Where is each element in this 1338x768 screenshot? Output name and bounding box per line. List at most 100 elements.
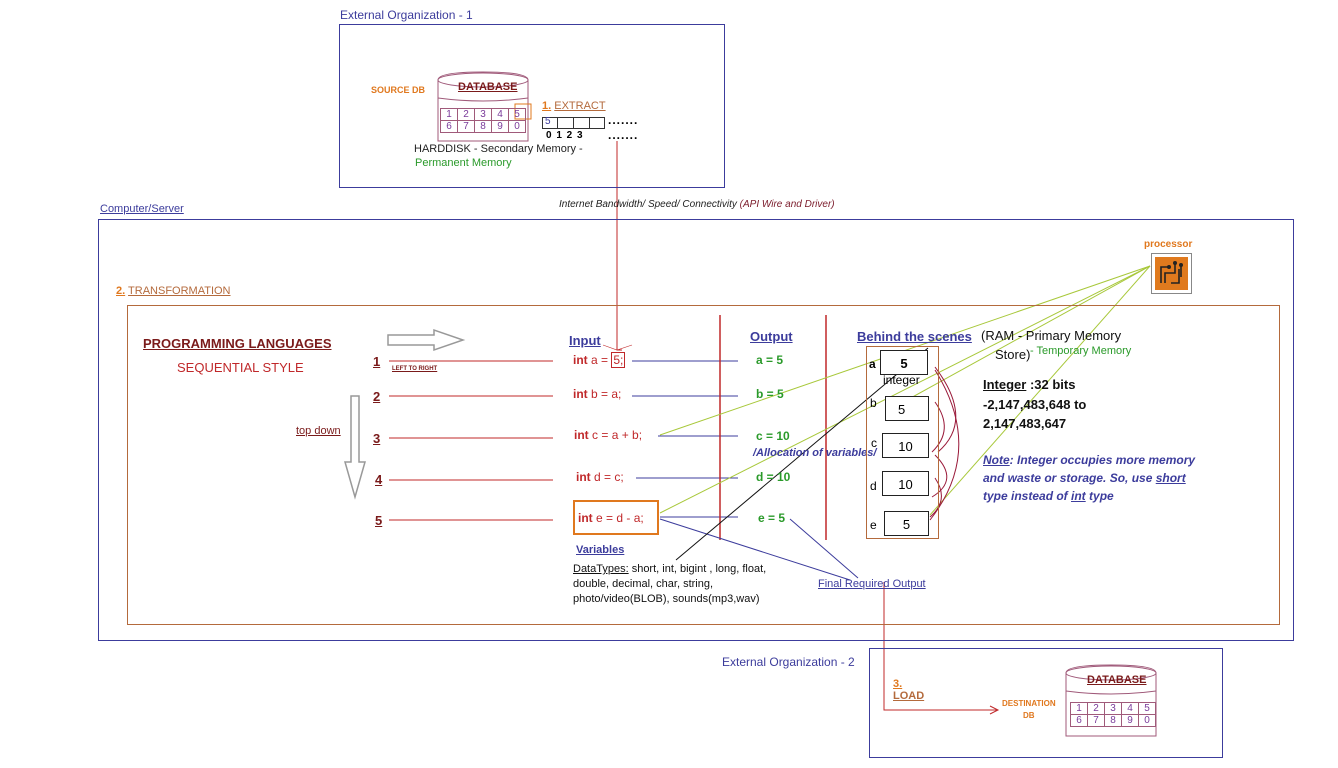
ram-cell: 10 [882, 433, 929, 458]
input-statement: int e = d - a; [578, 511, 644, 525]
note-line-2: and waste or storage. So, use [983, 471, 1156, 485]
grid-cell: 4 [1121, 702, 1139, 715]
processor-icon [1151, 253, 1192, 294]
input-statement: int b = a; [573, 387, 622, 401]
note-block: Note: Integer occupies more memory and w… [983, 451, 1195, 505]
output-value: e = 5 [758, 511, 786, 525]
line-number: 1 [373, 354, 381, 369]
output-value: b = 5 [756, 387, 784, 401]
output-value: a = 5 [756, 353, 784, 367]
output-value: d = 10 [756, 470, 791, 484]
ram-cell-label: a [869, 357, 876, 371]
ext-org-1-box [339, 24, 725, 188]
source-database-label: DATABASE [458, 81, 518, 93]
grid-cell: 3 [474, 108, 492, 121]
array-dots-2: ....... [608, 128, 639, 142]
output-header: Output [750, 329, 793, 344]
extract-array-cell: 5 [545, 116, 551, 127]
server-title: Computer/Server [100, 203, 184, 215]
integer-bits: :32 bits [1029, 377, 1076, 392]
extract-label: 1. EXTRACT [542, 100, 606, 112]
destination-db-grid: 1 2 3 4 5 6 7 8 9 0 [1070, 702, 1156, 727]
ram-cell: 5 [885, 396, 929, 421]
input-statement: int a = 5; [573, 352, 626, 368]
grid-cell: 5 [1138, 702, 1156, 715]
server-box [98, 219, 1294, 641]
grid-row: 6 7 8 9 0 [440, 120, 526, 133]
grid-cell: 0 [1138, 714, 1156, 727]
load-label: 3. LOAD [893, 678, 924, 702]
permanent-memory-label: Permanent Memory [415, 157, 512, 169]
programming-languages-label: PROGRAMMING LANGUAGES [143, 336, 332, 351]
bandwidth-text: Internet Bandwidth/ Speed/ Connectivity [559, 199, 737, 210]
input-statement: int d = c; [576, 470, 624, 484]
grid-cell: 8 [1104, 714, 1122, 727]
transformation-number: 2. [116, 285, 126, 297]
left-to-right-label: LEFT TO RIGHT [392, 366, 438, 372]
input-statement-text: e = d - a; [596, 511, 644, 525]
store-label: Store) [995, 347, 1031, 362]
extract-text: EXTRACT [554, 100, 606, 112]
grid-cell: 6 [440, 120, 458, 133]
input-statement-text: c = a + b; [592, 428, 643, 442]
harddisk-label: HARDDISK - Secondary Memory - [414, 143, 583, 155]
array-dots: ....... [608, 113, 639, 127]
line-number: 4 [375, 472, 383, 487]
destination-database-label: DATABASE [1087, 674, 1147, 686]
ext-org-1-title: External Organization - 1 [340, 8, 473, 22]
variables-title: Variables [576, 544, 625, 556]
integer-range-2: 2,147,483,647 [983, 416, 1067, 431]
grid-row: 1 2 3 4 5 [440, 108, 526, 121]
behind-scenes-header: Behind the scenes [857, 329, 972, 344]
integer-range-1: -2,147,483,648 to [983, 397, 1087, 412]
extract-array: 5 [542, 116, 605, 129]
datatypes-line-1: short, int, bigint , long, float, [628, 563, 767, 575]
processor-label: processor [1144, 239, 1193, 250]
datatypes-line-2: double, decimal, char, string, [573, 578, 714, 590]
input-statement-text: d = c; [594, 470, 624, 484]
grid-cell: 7 [1087, 714, 1105, 727]
grid-row: 6 7 8 9 0 [1070, 714, 1156, 727]
note-int: int [1071, 489, 1086, 503]
output-value: c = 10 [756, 429, 790, 443]
ram-cell-label: c [871, 436, 877, 450]
transformation-label: 2. TRANSFORMATION [116, 285, 231, 297]
final-output-label: Final Required Output [818, 578, 926, 590]
top-down-label: top down [296, 425, 341, 437]
destination-text: DESTINATION [1002, 699, 1056, 708]
ram-label: (RAM - Primary Memory [981, 328, 1122, 343]
array-indices: 0 1 2 3 [546, 130, 583, 141]
note-line-3a: type instead of [983, 489, 1072, 503]
input-statement-text: b = a; [591, 387, 622, 401]
transformation-text: TRANSFORMATION [128, 285, 231, 297]
datatypes-block: DataTypes: short, int, bigint , long, fl… [573, 562, 766, 607]
destination-db-label: DESTINATION DB [1002, 698, 1056, 722]
line-number: 5 [375, 513, 383, 528]
integer-title: Integer [983, 377, 1027, 392]
transformation-box [127, 305, 1280, 625]
grid-cell: 5 [508, 108, 526, 121]
source-db-label: SOURCE DB [371, 85, 426, 95]
ram-container [866, 346, 939, 539]
ext-org-2-title: External Organization - 2 [722, 655, 855, 669]
note-short: short [1155, 471, 1186, 485]
line-number: 2 [373, 389, 381, 404]
sequential-style-label: SEQUENTIAL STYLE [177, 360, 304, 375]
note-line-1: : Integer occupies more memory [1009, 453, 1196, 467]
integer-info-title: Integer :32 bits [983, 377, 1075, 392]
grid-cell: 8 [474, 120, 492, 133]
extract-number: 1. [542, 100, 552, 112]
note-line-3b: type [1085, 489, 1114, 503]
load-number: 3. [893, 678, 903, 690]
grid-cell: 1 [440, 108, 458, 121]
input-statement: int c = a + b; [574, 428, 643, 442]
ram-cell-label: d [870, 479, 877, 493]
ext-org-2-box [869, 648, 1223, 758]
grid-cell: 1 [1070, 702, 1088, 715]
source-db-grid: 1 2 3 4 5 6 7 8 9 0 [440, 108, 526, 133]
input-header: Input [569, 333, 601, 348]
datatypes-label: DataTypes: [573, 563, 629, 575]
ram-cell: 5 [880, 350, 928, 375]
api-wire-text: (API Wire and Driver) [739, 199, 835, 210]
